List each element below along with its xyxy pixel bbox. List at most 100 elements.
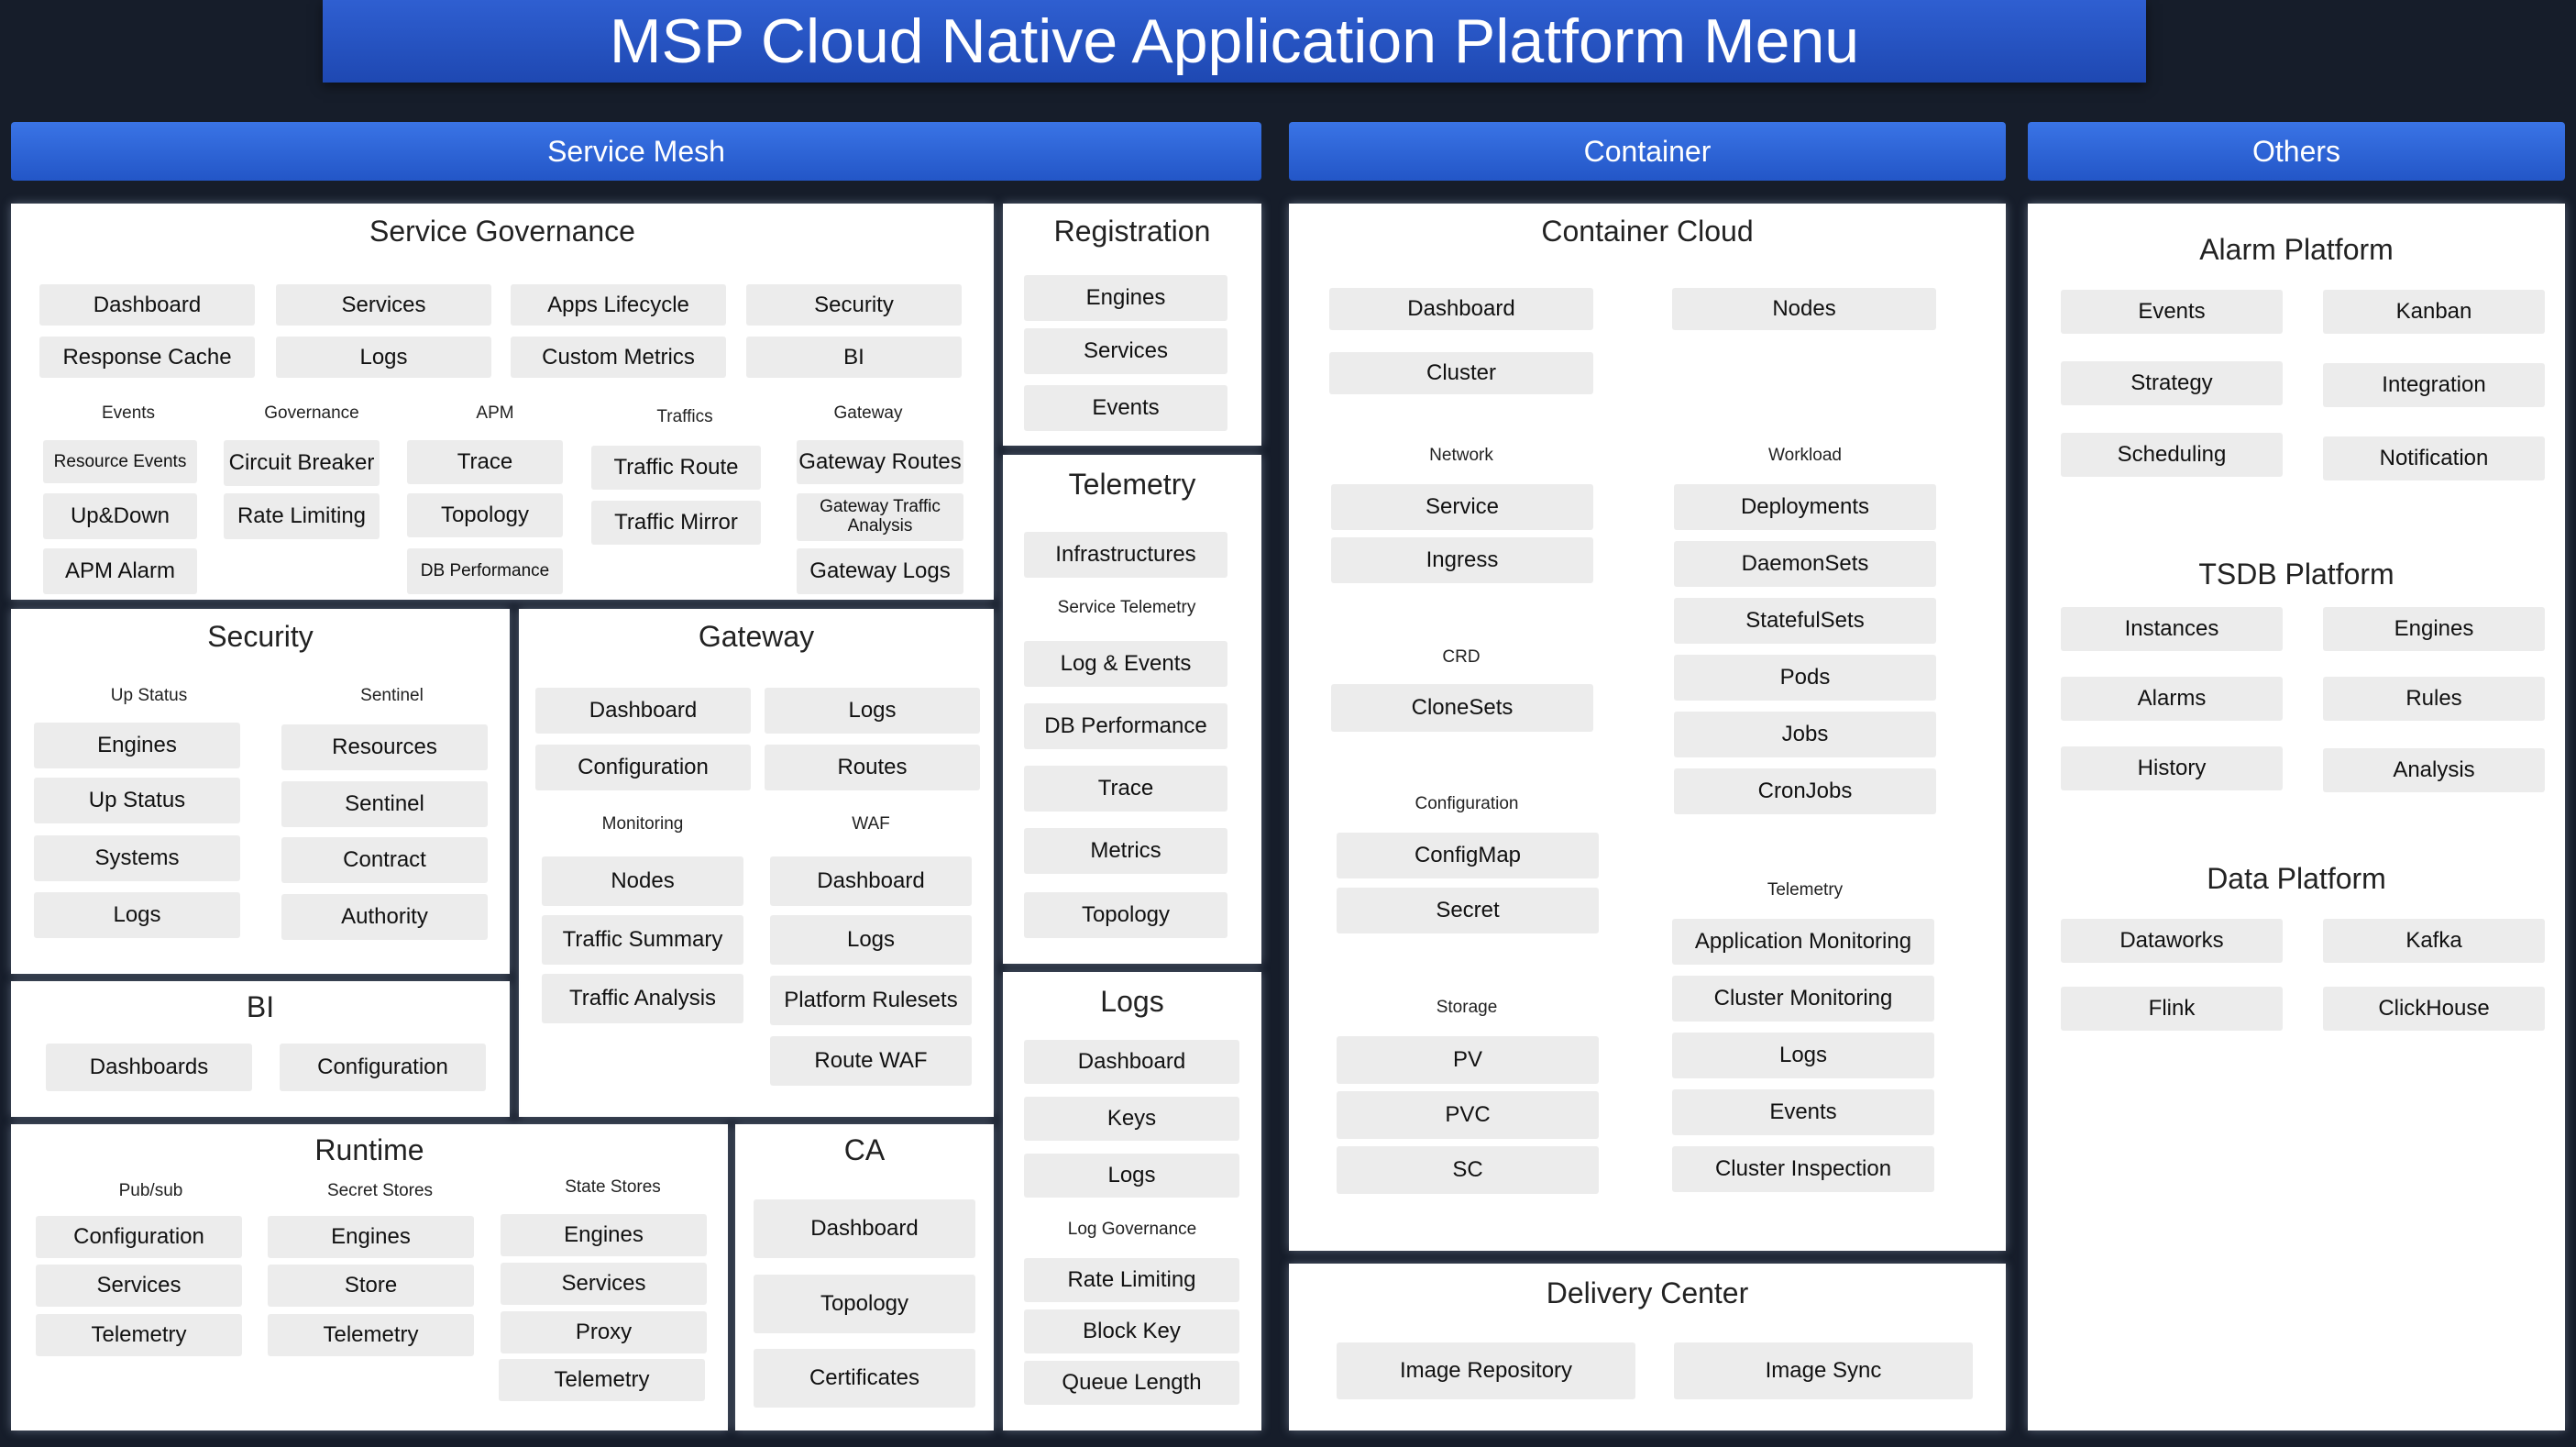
apm-alarm-button[interactable]: APM Alarm — [43, 548, 197, 594]
block-key-button[interactable]: Block Key — [1024, 1309, 1239, 1353]
queue-length-button[interactable]: Queue Length — [1024, 1361, 1239, 1405]
strategy-button[interactable]: Strategy — [2061, 361, 2283, 405]
image-repository-button[interactable]: Image Repository — [1337, 1342, 1635, 1399]
application-monitoring-button[interactable]: Application Monitoring — [1672, 919, 1934, 965]
logs-logs-button[interactable]: Logs — [1024, 1154, 1239, 1198]
secret-store-button[interactable]: Store — [268, 1265, 474, 1307]
infrastructures-button[interactable]: Infrastructures — [1024, 532, 1227, 578]
alarm-events-button[interactable]: Events — [2061, 290, 2283, 334]
cluster-monitoring-button[interactable]: Cluster Monitoring — [1672, 976, 1934, 1022]
kanban-button[interactable]: Kanban — [2323, 290, 2545, 334]
secret-engines-button[interactable]: Engines — [268, 1216, 474, 1258]
bi-dashboards-button[interactable]: Dashboards — [46, 1044, 252, 1091]
cc-logs-button[interactable]: Logs — [1672, 1033, 1934, 1078]
configmap-button[interactable]: ConfigMap — [1337, 833, 1599, 878]
clonesets-button[interactable]: CloneSets — [1331, 684, 1593, 732]
contract-button[interactable]: Contract — [281, 837, 488, 883]
resources-button[interactable]: Resources — [281, 724, 488, 770]
waf-dashboard-button[interactable]: Dashboard — [770, 856, 972, 906]
state-proxy-button[interactable]: Proxy — [501, 1311, 707, 1353]
kafka-button[interactable]: Kafka — [2323, 919, 2545, 963]
sec-logs-button[interactable]: Logs — [34, 892, 240, 938]
tel-db-performance-button[interactable]: DB Performance — [1024, 703, 1227, 749]
log-events-button[interactable]: Log & Events — [1024, 641, 1227, 687]
sec-engines-button[interactable]: Engines — [34, 723, 240, 768]
gw-configuration-button[interactable]: Configuration — [535, 745, 751, 790]
scheduling-button[interactable]: Scheduling — [2061, 433, 2283, 477]
clickhouse-button[interactable]: ClickHouse — [2323, 987, 2545, 1031]
image-sync-button[interactable]: Image Sync — [1674, 1342, 1973, 1399]
logs-dashboard-button[interactable]: Dashboard — [1024, 1040, 1239, 1084]
ca-dashboard-button[interactable]: Dashboard — [754, 1199, 975, 1258]
pubsub-telemetry-button[interactable]: Telemetry — [36, 1314, 242, 1356]
sg-dashboard-button[interactable]: Dashboard — [39, 284, 255, 326]
platform-rulesets-button[interactable]: Platform Rulesets — [770, 976, 972, 1025]
secret-button[interactable]: Secret — [1337, 888, 1599, 933]
circuit-breaker-button[interactable]: Circuit Breaker — [224, 440, 380, 486]
sg-response-cache-button[interactable]: Response Cache — [39, 337, 255, 378]
sc-button[interactable]: SC — [1337, 1146, 1599, 1194]
sentinel-button[interactable]: Sentinel — [281, 781, 488, 827]
history-button[interactable]: History — [2061, 746, 2283, 790]
tsdb-engines-button[interactable]: Engines — [2323, 607, 2545, 651]
cc-events-button[interactable]: Events — [1672, 1089, 1934, 1135]
sg-apps-lifecycle-button[interactable]: Apps Lifecycle — [511, 284, 726, 326]
traffic-analysis-button[interactable]: Traffic Analysis — [542, 974, 743, 1023]
waf-logs-button[interactable]: Logs — [770, 915, 972, 965]
ca-certificates-button[interactable]: Certificates — [754, 1349, 975, 1408]
route-waf-button[interactable]: Route WAF — [770, 1036, 972, 1086]
cc-service-button[interactable]: Service — [1331, 484, 1593, 530]
daemonsets-button[interactable]: DaemonSets — [1674, 541, 1936, 587]
flink-button[interactable]: Flink — [2061, 987, 2283, 1031]
analysis-button[interactable]: Analysis — [2323, 748, 2545, 792]
tel-trace-button[interactable]: Trace — [1024, 766, 1227, 812]
sg-bi-button[interactable]: BI — [746, 337, 962, 378]
sg-custom-metrics-button[interactable]: Custom Metrics — [511, 337, 726, 378]
logs-keys-button[interactable]: Keys — [1024, 1097, 1239, 1141]
traffic-mirror-button[interactable]: Traffic Mirror — [591, 501, 761, 545]
state-engines-button[interactable]: Engines — [501, 1214, 707, 1256]
resource-events-button[interactable]: Resource Events — [43, 440, 197, 483]
ca-topology-button[interactable]: Topology — [754, 1275, 975, 1333]
cronjobs-button[interactable]: CronJobs — [1674, 768, 1936, 814]
bi-configuration-button[interactable]: Configuration — [280, 1044, 486, 1091]
cc-nodes-button[interactable]: Nodes — [1672, 288, 1936, 330]
traffic-summary-button[interactable]: Traffic Summary — [542, 915, 743, 965]
instances-button[interactable]: Instances — [2061, 607, 2283, 651]
secret-telemetry-button[interactable]: Telemetry — [268, 1314, 474, 1356]
sg-logs-button[interactable]: Logs — [276, 337, 491, 378]
log-rate-limiting-button[interactable]: Rate Limiting — [1024, 1258, 1239, 1302]
sg-security-button[interactable]: Security — [746, 284, 962, 326]
gateway-logs-button[interactable]: Gateway Logs — [797, 548, 963, 594]
sec-systems-button[interactable]: Systems — [34, 835, 240, 881]
gw-logs-button[interactable]: Logs — [765, 688, 980, 734]
tel-topology-button[interactable]: Topology — [1024, 892, 1227, 938]
notification-button[interactable]: Notification — [2323, 436, 2545, 480]
pvc-button[interactable]: PVC — [1337, 1091, 1599, 1139]
cc-cluster-button[interactable]: Cluster — [1329, 352, 1593, 394]
cc-ingress-button[interactable]: Ingress — [1331, 537, 1593, 583]
reg-engines-button[interactable]: Engines — [1024, 275, 1227, 321]
tel-metrics-button[interactable]: Metrics — [1024, 828, 1227, 874]
pv-button[interactable]: PV — [1337, 1036, 1599, 1084]
pods-button[interactable]: Pods — [1674, 655, 1936, 701]
dataworks-button[interactable]: Dataworks — [2061, 919, 2283, 963]
jobs-button[interactable]: Jobs — [1674, 712, 1936, 757]
cluster-inspection-button[interactable]: Cluster Inspection — [1672, 1146, 1934, 1192]
up-down-button[interactable]: Up&Down — [43, 493, 197, 539]
db-performance-button[interactable]: DB Performance — [407, 548, 563, 594]
gw-dashboard-button[interactable]: Dashboard — [535, 688, 751, 734]
pubsub-configuration-button[interactable]: Configuration — [36, 1216, 242, 1258]
reg-events-button[interactable]: Events — [1024, 385, 1227, 431]
gateway-traffic-analysis-button[interactable]: Gateway Traffic Analysis — [797, 493, 963, 541]
reg-services-button[interactable]: Services — [1024, 328, 1227, 374]
deployments-button[interactable]: Deployments — [1674, 484, 1936, 530]
sec-up-status-button[interactable]: Up Status — [34, 778, 240, 823]
state-telemetry-button[interactable]: Telemetry — [499, 1359, 705, 1401]
gw-routes-button[interactable]: Routes — [765, 745, 980, 790]
statefulsets-button[interactable]: StatefulSets — [1674, 598, 1936, 644]
rules-button[interactable]: Rules — [2323, 677, 2545, 721]
traffic-route-button[interactable]: Traffic Route — [591, 446, 761, 490]
integration-button[interactable]: Integration — [2323, 363, 2545, 407]
gateway-routes-button[interactable]: Gateway Routes — [797, 440, 963, 484]
